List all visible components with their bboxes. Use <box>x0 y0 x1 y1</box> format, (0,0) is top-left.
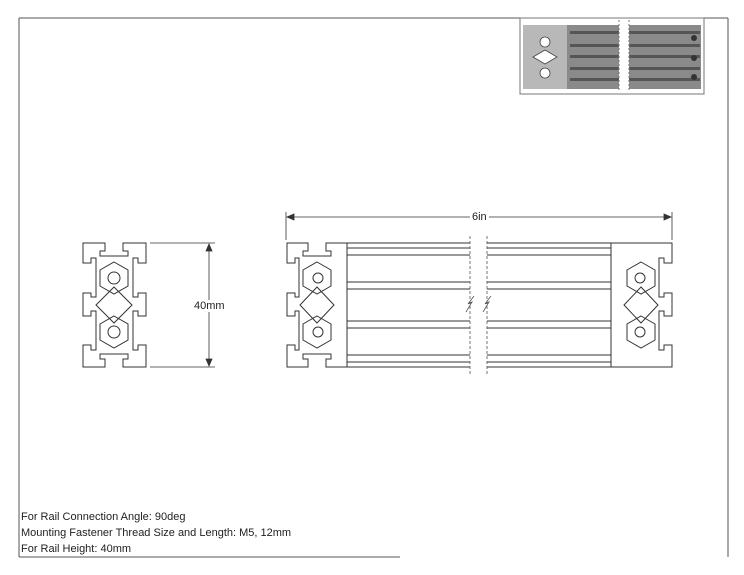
thumbnail-preview <box>519 17 705 95</box>
side-view-rails <box>347 242 611 368</box>
specification-notes: For Rail Connection Angle: 90deg Mountin… <box>21 509 291 557</box>
height-dimension-label: 40mm <box>192 300 227 312</box>
end-view-profile <box>82 242 147 368</box>
side-view-left-end <box>286 242 348 368</box>
break-lines <box>465 236 492 376</box>
fastener-note: Mounting Fastener Thread Size and Length… <box>21 527 292 539</box>
side-view-right-end <box>610 242 673 368</box>
width-dimension-label: 6in <box>470 211 489 223</box>
rail-height-note: For Rail Height: 40mm <box>21 543 132 555</box>
connection-angle-note: For Rail Connection Angle: 90deg <box>21 511 186 523</box>
